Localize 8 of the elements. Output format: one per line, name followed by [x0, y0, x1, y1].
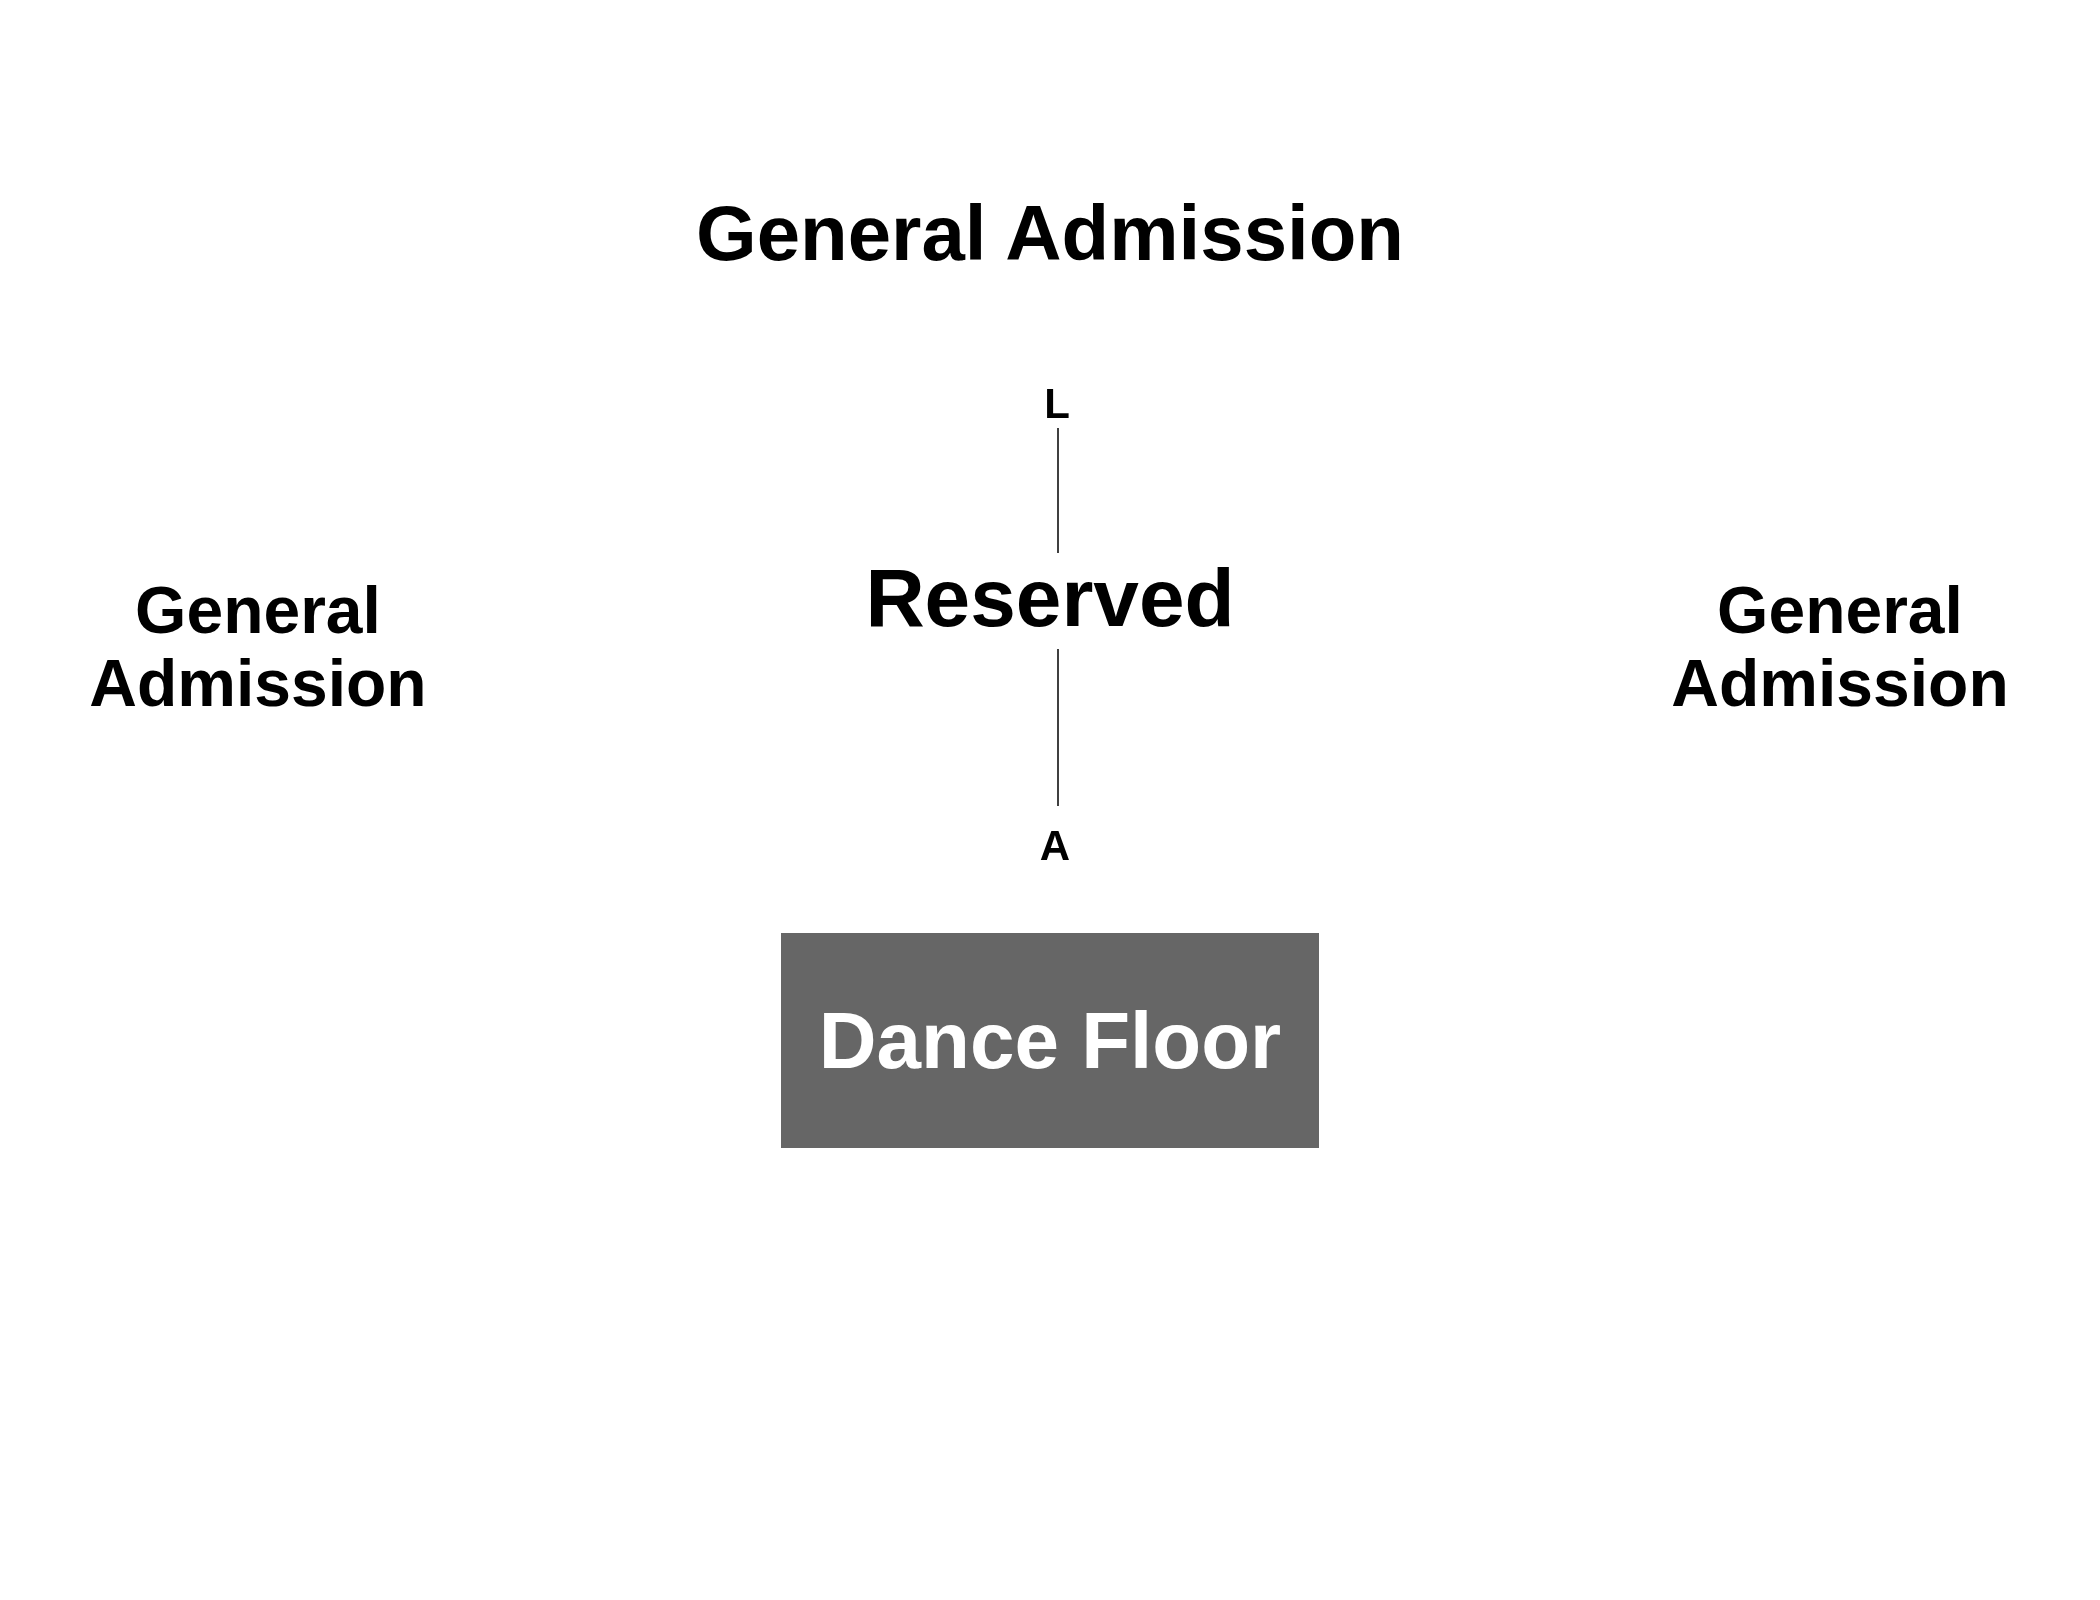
row-label: A — [1039, 822, 1071, 870]
row-label: L — [1044, 380, 1070, 428]
section-label: General Admission — [88, 574, 428, 720]
section-label: General Admission — [696, 191, 1404, 277]
area-label: Dance Floor — [818, 994, 1282, 1087]
dance-floor-area — [781, 933, 1319, 1148]
section-label: Reserved — [865, 552, 1235, 644]
section-label: General Admission — [1671, 574, 2009, 720]
